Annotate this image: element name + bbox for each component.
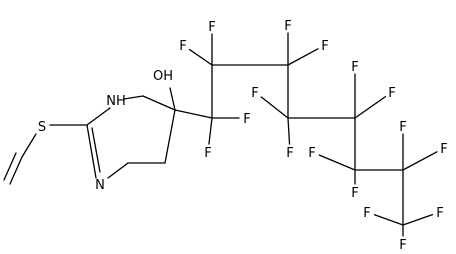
atom-label-n: N: [95, 178, 105, 193]
atom-label-f: F: [436, 206, 443, 221]
bond-2: [86, 124, 97, 179]
atom-label-f: F: [321, 39, 328, 54]
atom-label-f: F: [179, 39, 186, 54]
double-bond-cc: [3, 152, 17, 181]
atom-label-f: F: [399, 120, 406, 135]
bond-cf-10: [318, 154, 356, 171]
atom-label-f: F: [440, 142, 447, 157]
bond-0: [123, 95, 144, 100]
bond-3: [107, 162, 129, 179]
atom-label-f: F: [351, 186, 358, 201]
atom-label-f: F: [399, 238, 406, 249]
bond-5: [164, 109, 176, 164]
bond-cf-13: [402, 151, 438, 171]
bond-cf-2: [188, 48, 213, 66]
bond-cf-7: [287, 117, 291, 145]
atom-label-oh: OH: [153, 69, 173, 84]
bond-cf-1: [208, 117, 213, 145]
atom-label-nh: NH: [106, 94, 126, 109]
bond-group: [3, 32, 438, 237]
bond-1: [86, 107, 111, 126]
atom-label-group: OH NH N S: [38, 69, 173, 193]
atom-label-f: F: [286, 146, 293, 161]
atom-label-f: F: [388, 86, 395, 101]
atom-label-s: S: [38, 120, 46, 135]
atom-label-f: F: [363, 206, 370, 221]
bond-cf-6: [260, 96, 289, 119]
bond-cf-5: [287, 48, 319, 66]
atom-label-f: F: [204, 146, 211, 161]
bond-10: [9, 156, 23, 185]
double-bond-cn: [91, 127, 101, 173]
atom-label-f: F: [208, 20, 215, 35]
atom-label-f: F: [351, 60, 358, 75]
atom-label-f: F: [308, 146, 315, 161]
bond-11: [174, 109, 213, 119]
bond-6: [142, 95, 176, 111]
bond-9: [21, 133, 37, 158]
bond-cf-9: [354, 95, 387, 119]
bond-cf-14: [373, 214, 404, 226]
atom-label-f: F: [243, 112, 250, 127]
atom-label-f: F: [251, 86, 258, 101]
atom-label-f: F: [284, 19, 291, 34]
bond-cf-16: [402, 214, 434, 226]
bond-7: [169, 87, 176, 111]
